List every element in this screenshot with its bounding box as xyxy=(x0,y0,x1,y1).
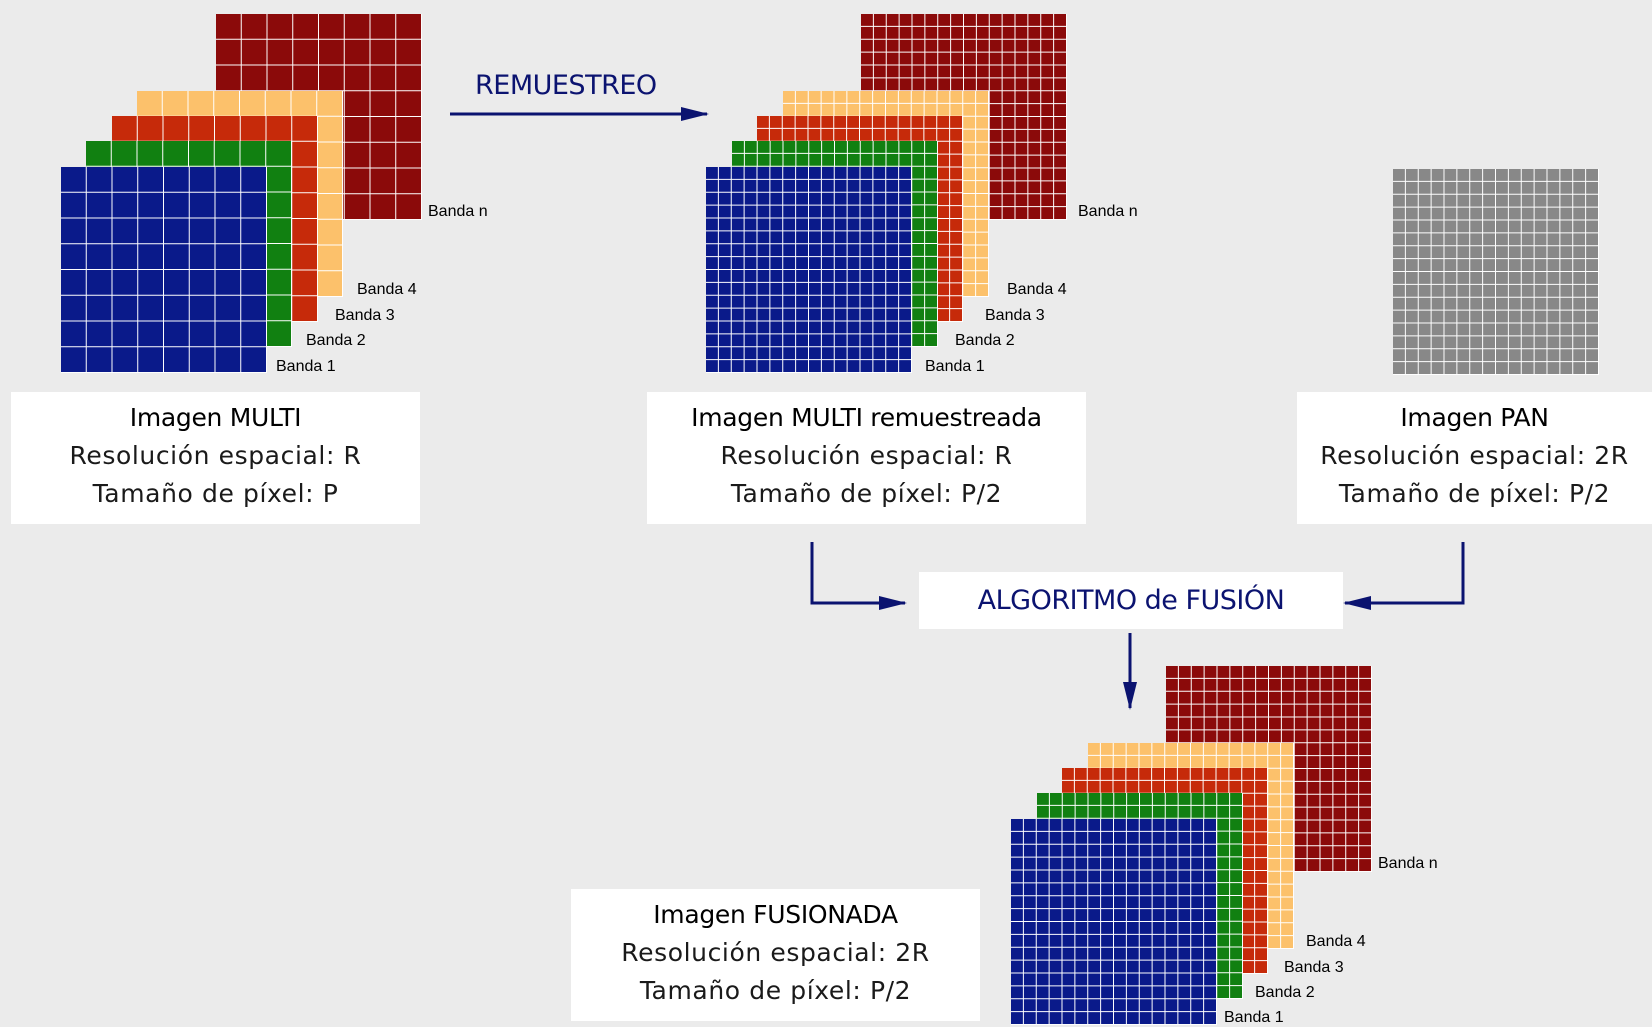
pan-image-grid xyxy=(1393,169,1599,375)
resampled-band-1-grid xyxy=(706,167,912,373)
resampled-resolution: Resolución espacial: R xyxy=(720,441,1013,470)
multi-band-4-label: Banda 4 xyxy=(357,281,417,298)
pan-resolution: Resolución espacial: 2R xyxy=(1320,441,1629,470)
pan-pixel-size: Tamaño de píxel: P/2 xyxy=(1338,479,1611,508)
pan-to-fusion-arrow xyxy=(1343,542,1465,610)
multi-band-1-grid xyxy=(61,167,267,373)
fusion-algorithm-label: ALGORITMO de FUSIÓN xyxy=(977,585,1285,616)
multi-band-2-label: Banda 2 xyxy=(306,332,366,349)
resampled-band-2-label: Banda 2 xyxy=(955,332,1015,349)
multi-info-box: Imagen MULTI Resolución espacial: R Tama… xyxy=(11,392,420,524)
multi-pixel-size: Tamaño de píxel: P xyxy=(92,479,339,508)
fused-band-n-label: Banda n xyxy=(1378,855,1438,872)
multi-band-3-label: Banda 3 xyxy=(335,307,395,324)
fusion-algorithm-box: ALGORITMO de FUSIÓN xyxy=(919,572,1343,629)
fused-pixel-size: Tamaño de píxel: P/2 xyxy=(639,976,912,1005)
resampled-to-fusion-arrow xyxy=(810,542,907,610)
fused-band-1-label: Banda 1 xyxy=(1224,1009,1284,1026)
fused-resolution: Resolución espacial: 2R xyxy=(621,938,930,967)
fused-band-3-label: Banda 3 xyxy=(1284,959,1344,976)
pan-title: Imagen PAN xyxy=(1400,403,1549,432)
multi-band-1-label: Banda 1 xyxy=(276,358,336,375)
resampled-pixel-size: Tamaño de píxel: P/2 xyxy=(730,479,1003,508)
fused-info-box: Imagen FUSIONADA Resolución espacial: 2R… xyxy=(571,889,980,1021)
fused-band-4-label: Banda 4 xyxy=(1306,933,1366,950)
resampled-title: Imagen MULTI remuestreada xyxy=(691,403,1042,432)
multi-resolution: Resolución espacial: R xyxy=(69,441,362,470)
pan-info-box: Imagen PAN Resolución espacial: 2R Tamañ… xyxy=(1297,392,1652,524)
fused-title: Imagen FUSIONADA xyxy=(653,900,898,929)
resampled-band-3-label: Banda 3 xyxy=(985,307,1045,324)
resampled-band-4-label: Banda 4 xyxy=(1007,281,1067,298)
multi-title: Imagen MULTI xyxy=(129,403,302,432)
resampled-band-n-label: Banda n xyxy=(1078,203,1138,220)
resampled-band-1-label: Banda 1 xyxy=(925,358,985,375)
resample-label: REMUESTREO xyxy=(475,70,657,101)
fused-band-1-grid xyxy=(1011,819,1217,1025)
resampled-info-box: Imagen MULTI remuestreada Resolución esp… xyxy=(647,392,1086,524)
multi-band-n-label: Banda n xyxy=(428,203,488,220)
fused-band-2-label: Banda 2 xyxy=(1255,984,1315,1001)
